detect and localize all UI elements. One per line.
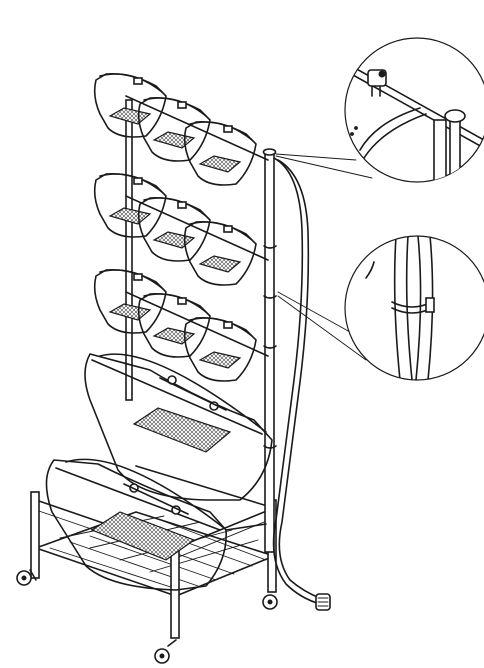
large-basket-upper	[84, 353, 273, 501]
small-basket	[183, 220, 257, 286]
large-basket-lower	[45, 458, 267, 591]
main-pole	[264, 151, 275, 553]
wheel-icon	[16, 569, 37, 586]
frame-poles	[125, 99, 277, 553]
wheel-icon	[154, 639, 177, 664]
tie-detail-icon	[344, 235, 484, 381]
water-hose	[263, 157, 331, 611]
small-basket	[183, 120, 257, 186]
tier-rail	[125, 95, 269, 161]
small-basket	[93, 172, 167, 238]
callout-leaders	[275, 153, 373, 361]
wheel-icon	[262, 594, 278, 610]
hose-connector-icon	[315, 593, 331, 611]
small-basket	[93, 72, 167, 138]
tier-rail	[125, 195, 269, 261]
leg-front-left	[30, 491, 40, 579]
small-basket	[93, 268, 167, 334]
rear-pole	[125, 99, 133, 401]
hose-clip-detail-icon	[344, 37, 484, 183]
small-baskets	[93, 72, 269, 382]
tier-rail	[125, 291, 269, 357]
small-basket	[183, 316, 257, 382]
